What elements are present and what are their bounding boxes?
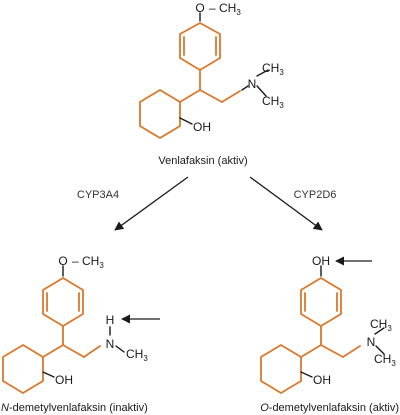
- methoxy-oxygen: O: [58, 254, 67, 268]
- methoxy-dash: –: [72, 254, 79, 268]
- venlafaksin-molecule: O – CH3 N CH3 CH3 OH Venlafaksin (aktiv): [139, 1, 284, 167]
- enzyme-cyp3a4: CYP3A4: [77, 189, 119, 201]
- methyl-bottom: CH3: [374, 352, 396, 368]
- cyclohexane-ring: [2, 344, 44, 394]
- n-demetyl-label: N-demetylvenlafaksin (inaktiv): [1, 402, 148, 414]
- hydroxyl: OH: [313, 373, 331, 387]
- enzyme-cyp2d6: CYP2D6: [294, 189, 337, 201]
- amine-methyl: CH3: [126, 347, 148, 363]
- methoxy-dash: –: [209, 1, 216, 15]
- methyl-bottom: CH3: [262, 94, 284, 110]
- methyl-top: CH3: [262, 61, 284, 77]
- amine-hydrogen: H: [106, 313, 115, 327]
- o-demetylvenlafaksin-molecule: OH N CH3 CH3 OH O-demetylvenlafaksin (ak…: [260, 254, 399, 414]
- methoxy-methyl: CH3: [82, 254, 104, 270]
- hydroxyl: OH: [55, 373, 73, 387]
- amine-nitrogen: N: [106, 337, 115, 351]
- arrow-to-n-demethyl: [114, 176, 189, 231]
- amine-nitrogen: N: [367, 335, 376, 349]
- cyclohexane-ring: [139, 89, 181, 139]
- methyl-top: CH3: [370, 317, 392, 333]
- venlafaksin-label: Venlafaksin (aktiv): [158, 155, 247, 167]
- amine-nitrogen: N: [248, 77, 257, 91]
- cyclohexane-ring: [260, 344, 302, 394]
- o-demetyl-label: O-demetylvenlafaksin (aktiv): [260, 402, 399, 414]
- hydroxyl: OH: [193, 120, 211, 134]
- methoxy-methyl: CH3: [219, 1, 241, 17]
- arrow-to-o-demethyl: [249, 176, 323, 231]
- methoxy-oxygen: O: [195, 1, 204, 15]
- n-demetylvenlafaksin-molecule: O – CH3 H N CH3 OH N-demetylvenlafaksin …: [1, 254, 160, 414]
- phenol-hydroxyl: OH: [312, 254, 330, 268]
- benzene-ring: [42, 277, 84, 327]
- benzene-ring: [300, 277, 342, 327]
- benzene-ring: [179, 22, 221, 71]
